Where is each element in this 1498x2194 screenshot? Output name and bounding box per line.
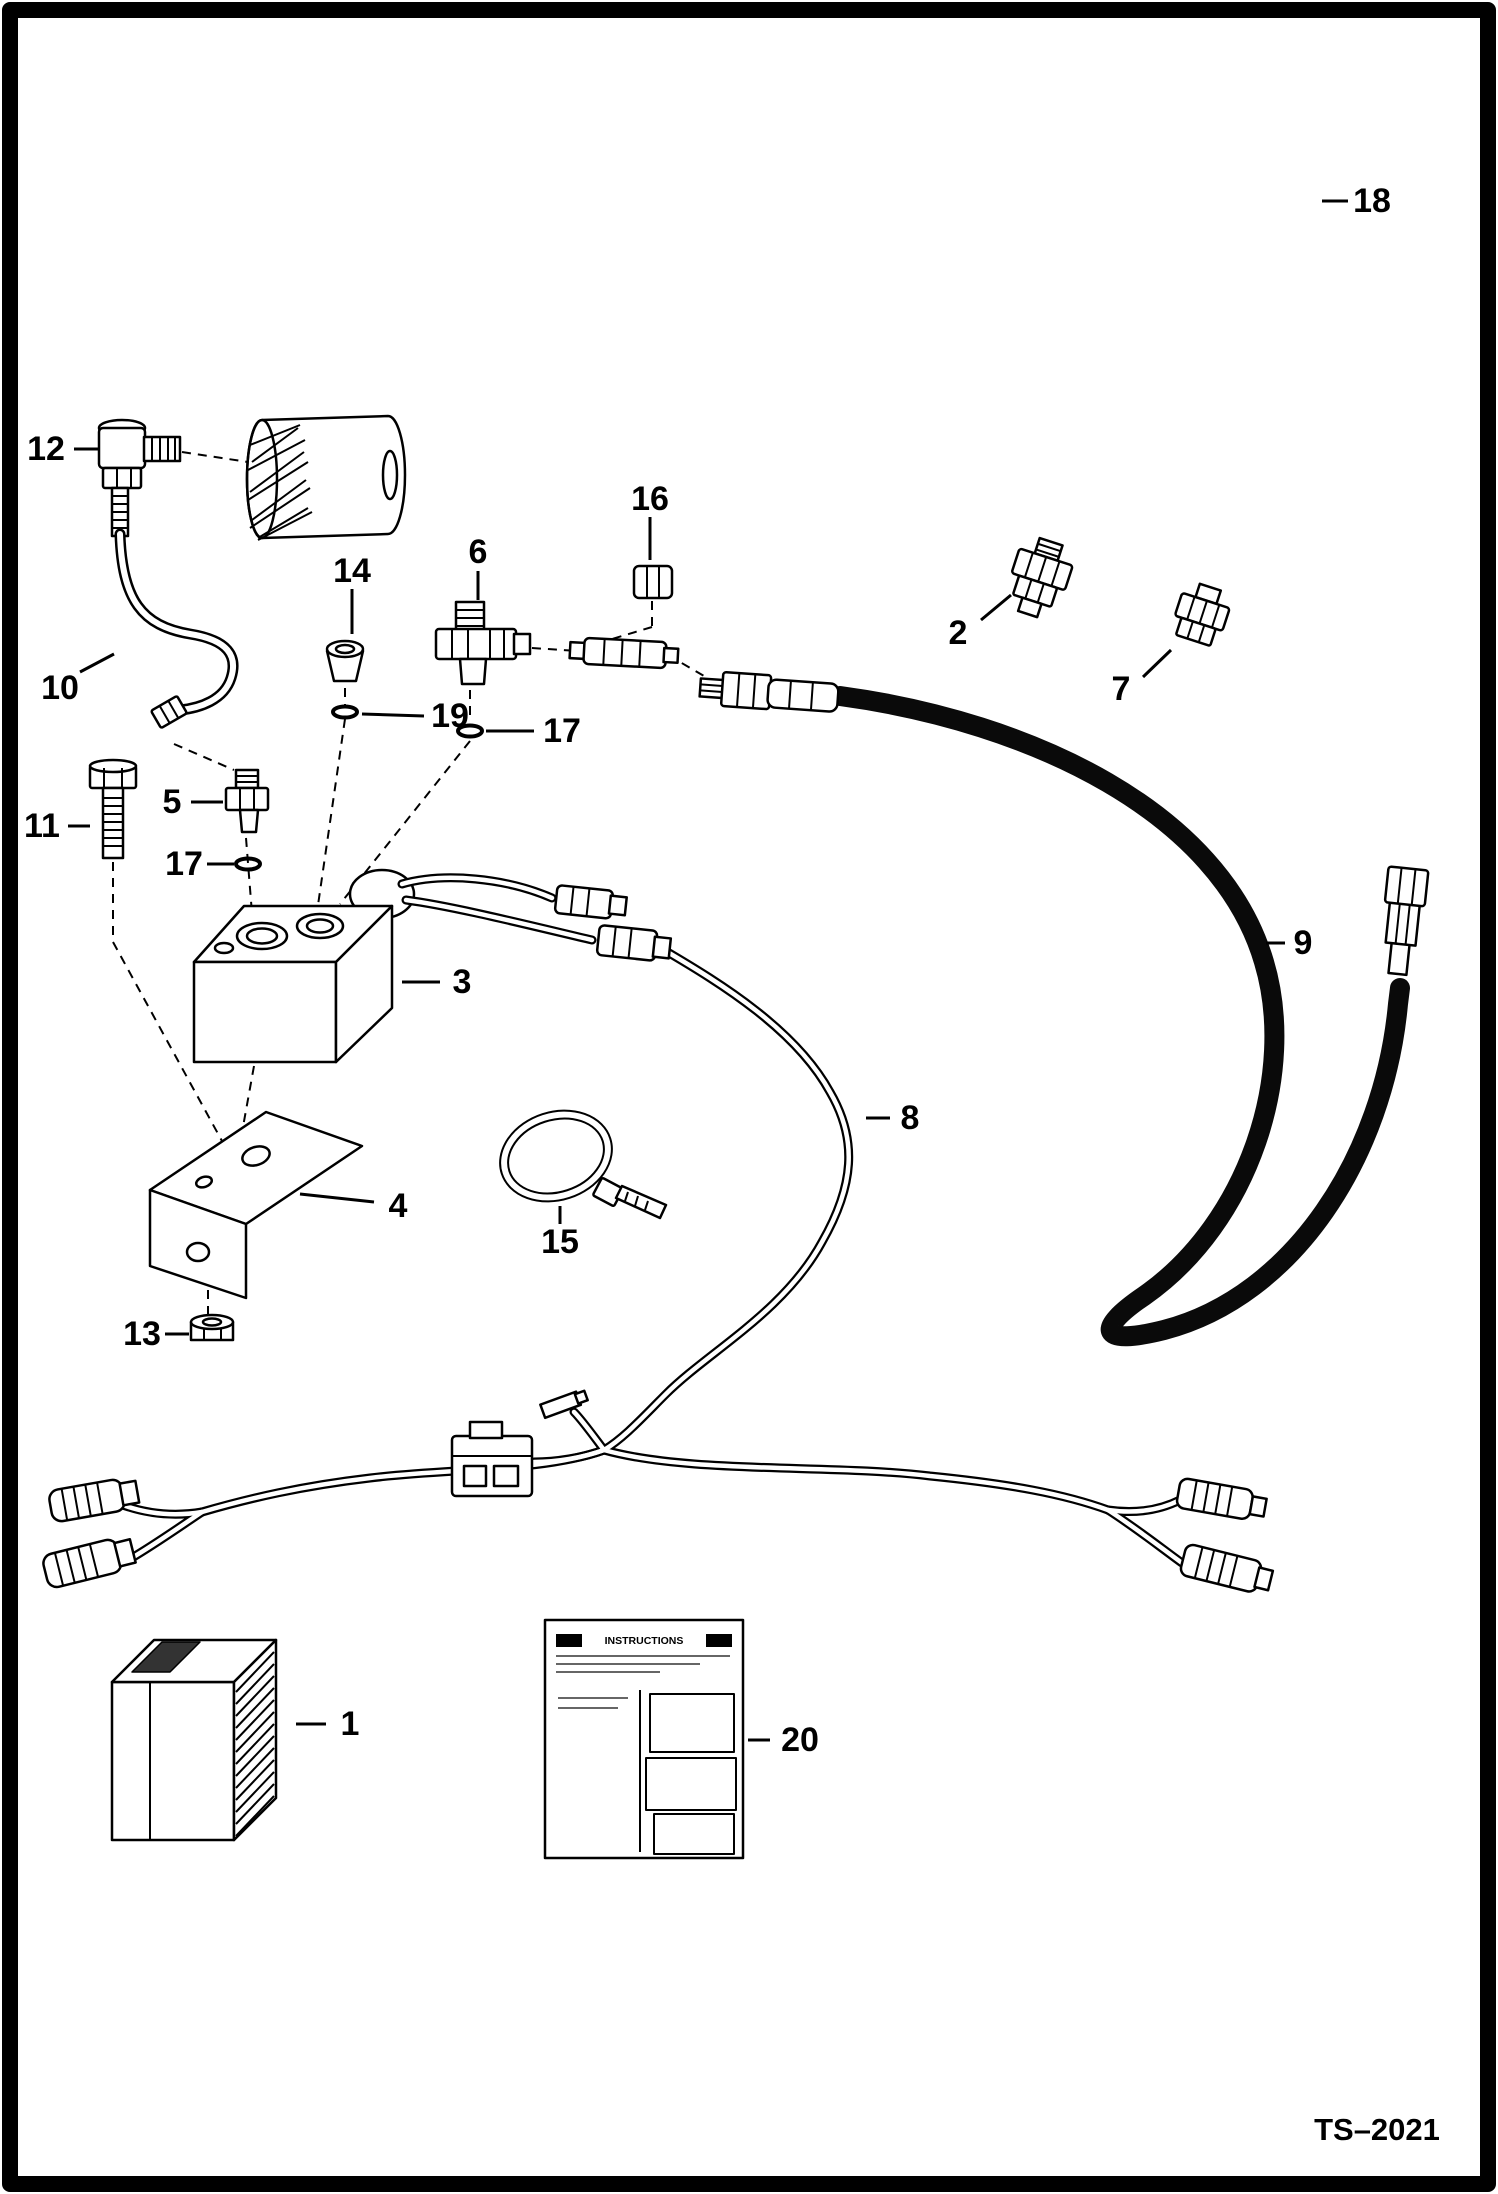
callout-1: 1 bbox=[341, 1705, 360, 1743]
hose-end-fitting bbox=[1383, 865, 1430, 977]
callout-19: 19 bbox=[431, 697, 469, 735]
part-2-fitting bbox=[1011, 536, 1074, 619]
callout-16: 16 bbox=[631, 480, 669, 518]
part-11-bolt bbox=[88, 758, 138, 860]
part-20-instruction-sheet: INSTRUCTIONS bbox=[543, 1618, 745, 1860]
part-13-nut bbox=[189, 1313, 235, 1342]
callout-14: 14 bbox=[333, 552, 371, 590]
callout-11: 11 bbox=[24, 807, 60, 845]
harness-connector-right-1 bbox=[1175, 1477, 1268, 1520]
callout-8: 8 bbox=[901, 1099, 920, 1137]
callout-17a: 17 bbox=[543, 712, 581, 750]
sheet-text-lines bbox=[556, 1655, 730, 1709]
callout-labels: 18 12 10 16 14 6 2 7 19 17 5 11 17 3 9 8… bbox=[24, 182, 1391, 1759]
callout-10: 10 bbox=[41, 669, 79, 707]
part-15-cable-tie bbox=[499, 1109, 668, 1220]
part-19-oring bbox=[331, 704, 359, 720]
harness-wires bbox=[115, 873, 1187, 1568]
harness-blade-terminal bbox=[539, 1389, 589, 1420]
callout-6: 6 bbox=[469, 533, 488, 571]
harness-connector-left-1 bbox=[48, 1478, 141, 1523]
check-valve-adapter bbox=[568, 636, 680, 670]
callout-7: 7 bbox=[1112, 670, 1131, 708]
callout-3: 3 bbox=[453, 963, 472, 1001]
part-5-fitting bbox=[224, 768, 270, 834]
part-12-elbow-fitting bbox=[97, 418, 182, 538]
harness-connector-top-2 bbox=[595, 924, 673, 962]
part-3-valve-block bbox=[192, 868, 416, 1064]
sheet-corner-block-left bbox=[556, 1634, 582, 1647]
callout-12: 12 bbox=[27, 430, 65, 468]
box-hatching bbox=[235, 1651, 275, 1837]
harness-connector-right-2 bbox=[1179, 1543, 1275, 1593]
callout-9: 9 bbox=[1294, 924, 1313, 962]
part-10-tube bbox=[114, 528, 239, 729]
footer-code: TS–2021 bbox=[1314, 2112, 1440, 2147]
callout-20: 20 bbox=[781, 1721, 819, 1759]
harness-connector-top-1 bbox=[553, 884, 628, 920]
box-top-label bbox=[131, 1641, 201, 1673]
harness-connector-left-2 bbox=[42, 1537, 137, 1589]
filter-reference bbox=[245, 414, 407, 541]
callout-15: 15 bbox=[541, 1223, 579, 1261]
part-17-oring-b bbox=[234, 856, 262, 872]
callout-5: 5 bbox=[163, 783, 182, 821]
assembly-dashed-lines bbox=[112, 451, 717, 1318]
callout-2: 2 bbox=[949, 614, 968, 652]
part-9-hydraulic-hose bbox=[698, 670, 1430, 1347]
sheet-corner-block-right bbox=[706, 1634, 732, 1647]
harness-relay-block bbox=[450, 1420, 534, 1498]
part-7-fitting bbox=[1174, 582, 1231, 647]
part-8-wire-harness bbox=[42, 873, 1275, 1593]
filter-hatching bbox=[247, 424, 313, 541]
part-1-control-box bbox=[110, 1638, 278, 1842]
part-6-tee-fitting bbox=[434, 600, 532, 686]
part-16-cap bbox=[632, 564, 674, 600]
part-17-oring-a bbox=[456, 723, 484, 739]
sheet-title: INSTRUCTIONS bbox=[605, 1635, 684, 1647]
hose-coupler-start bbox=[698, 670, 840, 713]
callout-18: 18 bbox=[1353, 182, 1391, 220]
callout-4: 4 bbox=[389, 1187, 408, 1225]
part-4-bracket bbox=[148, 1110, 364, 1300]
callout-leader-lines bbox=[68, 199, 1348, 1742]
part-14-plug bbox=[325, 639, 365, 683]
callout-17b: 17 bbox=[165, 845, 203, 883]
callout-13: 13 bbox=[123, 1315, 161, 1353]
